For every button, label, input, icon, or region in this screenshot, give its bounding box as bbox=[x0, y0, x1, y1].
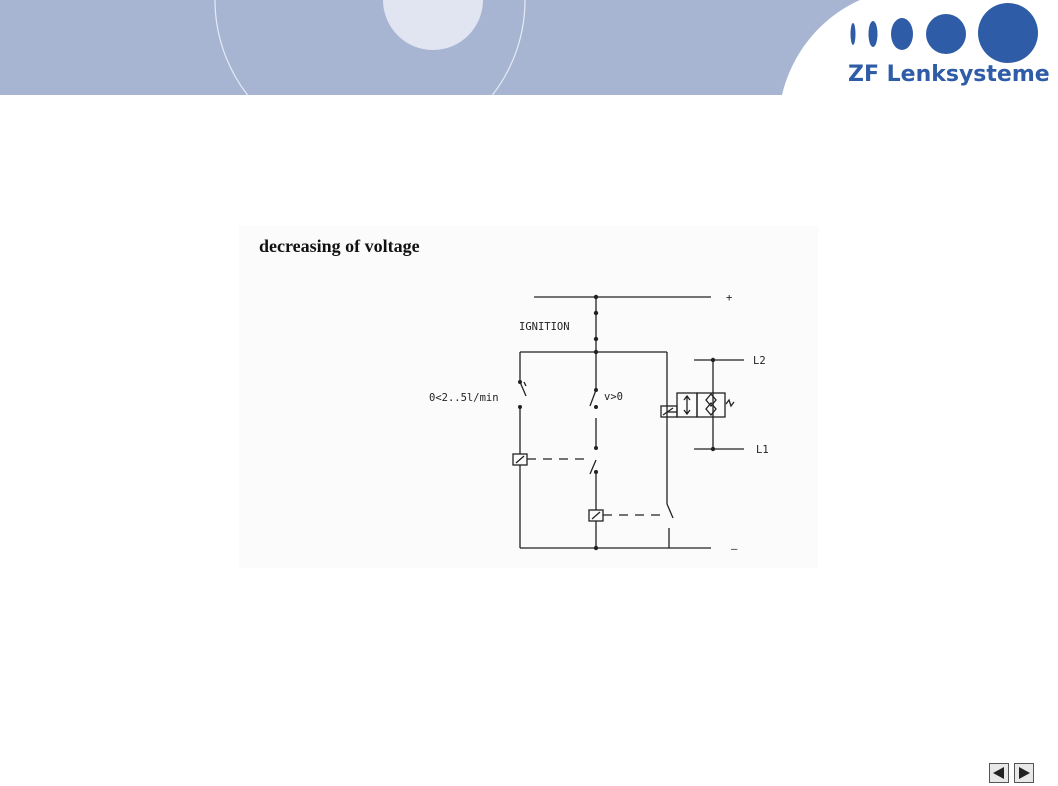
label-l1: L1 bbox=[756, 444, 769, 456]
circuit-figure: decreasing of voltage bbox=[239, 226, 818, 568]
relay-contact-1 bbox=[589, 459, 597, 475]
brand-logo-text: ZF Lenksysteme bbox=[848, 62, 1050, 87]
previous-slide-button[interactable] bbox=[989, 763, 1009, 783]
relay-contact-2 bbox=[666, 503, 674, 519]
label-l2: L2 bbox=[753, 355, 766, 367]
triangle-right-icon bbox=[1019, 767, 1030, 779]
check-valve-upper bbox=[705, 392, 717, 408]
label-ignition: IGNITION bbox=[519, 321, 570, 333]
figure-title: decreasing of voltage bbox=[259, 236, 420, 256]
triangle-left-icon bbox=[993, 767, 1004, 779]
banner-graphic bbox=[0, 0, 1058, 156]
label-flow-condition: 0<2..5l/min bbox=[429, 392, 499, 404]
decorative-circle bbox=[383, 0, 483, 50]
label-minus: – bbox=[731, 543, 738, 555]
circuit-schematic: + – IGNITION 0<2..5l/min v>0 L2 L1 bbox=[429, 292, 769, 555]
flow-switch bbox=[519, 381, 527, 397]
label-plus: + bbox=[726, 292, 732, 304]
brand-dots-icon bbox=[850, 3, 1038, 63]
header-banner: ZF Lenksysteme bbox=[0, 0, 1058, 156]
check-valve-lower bbox=[705, 401, 717, 417]
junction-dots bbox=[518, 294, 716, 551]
speed-switch bbox=[589, 389, 597, 407]
next-slide-button[interactable] bbox=[1014, 763, 1034, 783]
valve-spring bbox=[725, 398, 735, 408]
label-speed-condition: v>0 bbox=[604, 391, 623, 403]
